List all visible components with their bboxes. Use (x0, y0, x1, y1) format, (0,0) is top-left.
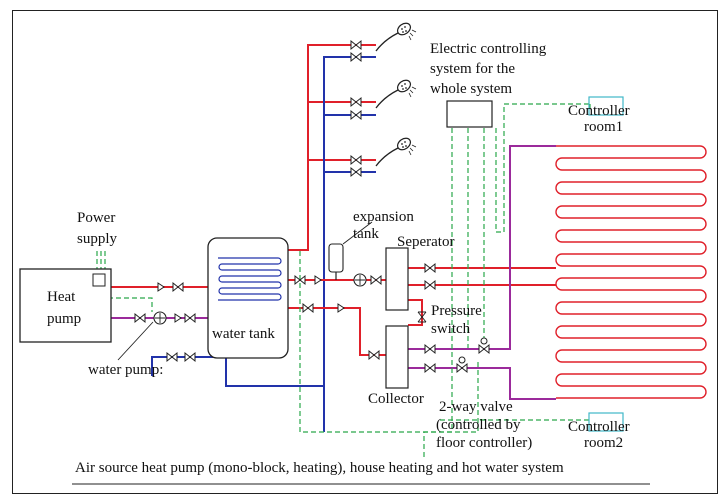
two-way-valve-label-3: floor controller) (436, 435, 532, 451)
water-pump-label: water pump: (88, 362, 163, 378)
collector-label: Collector (368, 391, 424, 407)
electric-control-box (446, 100, 493, 128)
floor-return-pipes (408, 145, 556, 400)
circulation-pump (353, 273, 367, 287)
water-pump (153, 311, 167, 325)
electric-control-label-3: whole system (430, 81, 512, 97)
diagram-caption: Air source heat pump (mono-block, heatin… (75, 460, 564, 476)
heat-pump-valves (134, 282, 196, 362)
shower-head-3 (375, 135, 417, 167)
tank-outlet-valves (294, 275, 382, 360)
shower-head-1 (375, 20, 417, 52)
collector-manifold (385, 325, 409, 389)
tank-heating-coil (218, 257, 282, 301)
power-supply-label-2: supply (77, 231, 118, 247)
electric-control-label: Electric controlling (430, 41, 547, 57)
two-way-valve-actuators (458, 337, 488, 364)
shower-head-2 (375, 77, 417, 109)
expansion-tank (328, 243, 344, 273)
controller-room2-label: Controller (568, 419, 630, 435)
controller-room1-label: Controller (568, 103, 630, 119)
pressure-switch (417, 311, 427, 323)
power-supply-label: Power (77, 210, 115, 226)
heat-pump-label-2: pump (47, 311, 81, 327)
two-way-valve-label-2: (controlled by (436, 417, 521, 433)
separator-manifold (385, 247, 409, 311)
expansion-tank-label: expansion (353, 209, 414, 225)
controller-room2-label-2: room2 (584, 435, 623, 451)
floor-supply-pipes (408, 267, 556, 286)
controller-room1-label-2: room1 (584, 119, 623, 135)
seperator-label: Seperator (397, 234, 454, 250)
controller-room1-box (588, 96, 624, 116)
underfloor-heating-coil (555, 145, 707, 399)
two-way-valve-label: 2-way valve (439, 399, 513, 415)
expansion-tank-label-2: tank (353, 226, 379, 242)
shower-valves (350, 40, 362, 177)
electric-control-label-2: system for the (430, 61, 515, 77)
control-wiring (96, 103, 591, 460)
heat-pump-label: Heat (47, 289, 76, 305)
hot-water-supply-pipe (288, 44, 376, 251)
power-terminal (92, 273, 106, 287)
water-tank (207, 237, 289, 359)
pressure-switch-label-2: switch (431, 321, 471, 337)
controller-room2-box (588, 412, 624, 432)
water-tank-label: water tank (212, 326, 275, 342)
pressure-switch-label: Pressure (431, 303, 482, 319)
diagram-frame (12, 10, 718, 494)
